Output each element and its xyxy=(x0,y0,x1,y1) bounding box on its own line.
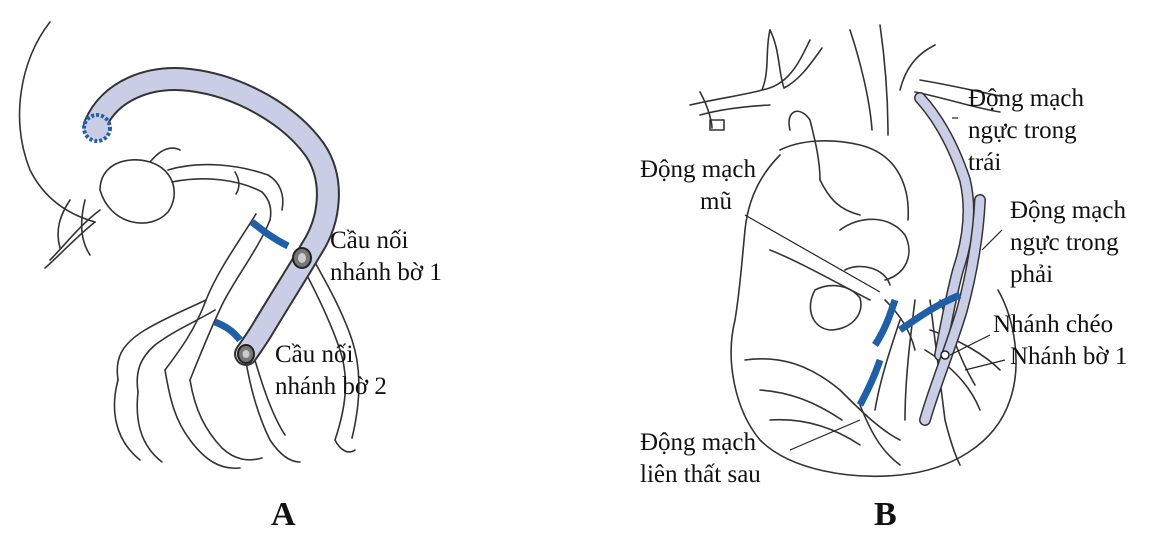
label-pda-line2: liên thất sau xyxy=(640,460,761,490)
panel-b-letter: B xyxy=(874,496,897,534)
label-lima-line2: ngực trong xyxy=(968,116,1077,146)
label-bridge1-line2: nhánh bờ 1 xyxy=(330,258,442,288)
label-rima-line2: ngực trong xyxy=(1010,228,1119,258)
pointer-rima xyxy=(982,230,1002,250)
coronary-blue-b2 xyxy=(875,300,895,345)
label-rima-line3: phải xyxy=(1010,260,1053,290)
label-bridge2-line2: nhánh bờ 2 xyxy=(275,372,387,402)
pointer-pda xyxy=(790,420,860,450)
label-circumflex-line2: mũ xyxy=(700,187,732,217)
label-circumflex-line1: Động mạch xyxy=(640,155,756,185)
pointer-circumflex xyxy=(745,215,880,292)
label-bridge1-line1: Cầu nối xyxy=(330,226,408,256)
label-lima-line3: trái xyxy=(968,148,1001,178)
label-marginal1: Nhánh bờ 1 xyxy=(1010,342,1127,372)
label-lima-line1: Động mạch xyxy=(968,84,1084,114)
label-diagonal: Nhánh chéo xyxy=(993,310,1113,340)
label-bridge2-line1: Cầu nối xyxy=(275,340,353,370)
panel-a-letter: A xyxy=(271,496,296,534)
label-pda-line1: Động mạch xyxy=(640,428,756,458)
label-rima-line1: Động mạch xyxy=(1010,196,1126,226)
